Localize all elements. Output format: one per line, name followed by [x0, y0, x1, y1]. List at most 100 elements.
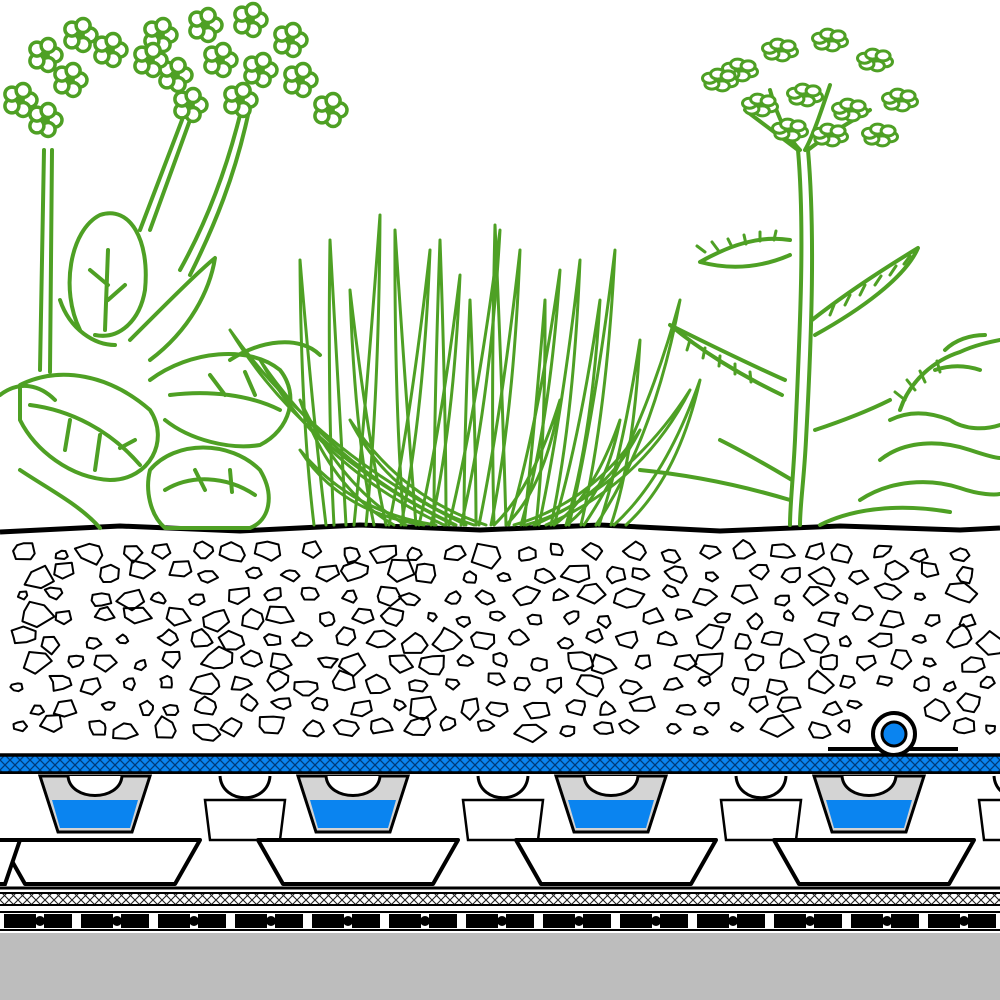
- barrier-dash: [583, 914, 611, 928]
- gravel-stone: [606, 565, 627, 585]
- gravel-stone: [340, 561, 370, 583]
- gravel-stone: [122, 677, 136, 692]
- gravel-stone: [54, 549, 69, 560]
- grass-blade: [462, 298, 478, 527]
- protection-mat-layer: [0, 886, 1000, 906]
- barrier-dash: [198, 914, 226, 928]
- gravel-stone: [590, 653, 618, 675]
- gravel-stone: [839, 674, 856, 689]
- gravel-stone: [240, 649, 263, 668]
- gravel-stone: [834, 591, 849, 605]
- gravel-stone: [975, 630, 1000, 656]
- gravel-stone: [851, 604, 874, 622]
- gravel-stone: [376, 585, 402, 607]
- barrier-dot: [266, 916, 276, 926]
- gravel-stone: [890, 649, 913, 671]
- yarrow-floret-cluster: [701, 67, 739, 93]
- gravel-stone: [642, 607, 665, 625]
- barrier-dash: [352, 914, 380, 928]
- gravel-stone: [350, 699, 373, 718]
- gravel-stone: [779, 647, 806, 670]
- barrier-dash: [158, 914, 190, 928]
- yarrow-floret-cluster: [741, 92, 779, 118]
- barrier-dash: [620, 914, 652, 928]
- barrier-dash: [121, 914, 149, 928]
- gravel-stone: [567, 651, 595, 672]
- primula-flower: [223, 81, 259, 119]
- gravel-stone: [565, 699, 586, 717]
- gravel-stone: [846, 699, 863, 710]
- barrier-dash: [81, 914, 113, 928]
- yarrow-floret-cluster: [881, 87, 919, 113]
- gravel-stone: [909, 548, 929, 563]
- gravel-stone: [258, 715, 285, 735]
- primula-flower: [283, 61, 319, 99]
- gravel-stone: [913, 675, 930, 692]
- primula-flower: [28, 36, 64, 74]
- gravel-stone: [29, 704, 45, 716]
- gravel-stone: [848, 569, 870, 586]
- gravel-stone: [734, 632, 752, 650]
- barrier-dot: [574, 916, 584, 926]
- grass-blade: [507, 268, 562, 527]
- gravel-stone: [530, 657, 548, 672]
- gravel-stone: [952, 717, 976, 735]
- gravel-stone: [512, 585, 541, 607]
- gravel-stone: [920, 561, 940, 578]
- gravel-stone: [673, 654, 698, 671]
- gravel-texture: [9, 539, 1000, 744]
- barrier-dash: [389, 914, 421, 928]
- gravel-stone: [93, 606, 116, 622]
- gravel-stone: [159, 674, 173, 689]
- gravel-stone: [88, 719, 107, 736]
- barrier-dot: [112, 916, 122, 926]
- gravel-stone: [456, 654, 475, 667]
- gravel-stone: [302, 719, 325, 738]
- gravel-stone: [228, 586, 251, 606]
- barrier-dash: [4, 914, 36, 928]
- gravel-stone: [12, 720, 29, 733]
- gravel-stone: [462, 570, 478, 584]
- gravel-stone: [291, 631, 314, 647]
- grass-blade: [567, 248, 617, 527]
- grass-blade: [491, 223, 508, 527]
- gravel-stone: [596, 615, 612, 629]
- gravel-stone: [245, 566, 263, 580]
- filter-fleece-layer: [0, 753, 1000, 775]
- gravel-stone: [879, 609, 905, 629]
- gravel-stone: [769, 543, 796, 559]
- gravel-stone: [39, 714, 63, 733]
- gravel-stone: [808, 721, 832, 739]
- gravel-stone: [956, 692, 981, 714]
- gravel-stone: [165, 606, 192, 627]
- gravel-stone: [487, 672, 506, 687]
- gravel-stone: [802, 586, 830, 607]
- gravel-stone: [431, 626, 463, 653]
- gravel-stone: [697, 675, 712, 687]
- gravel-stone: [556, 636, 574, 650]
- yarrow-floret-cluster: [761, 37, 799, 63]
- gravel-stone: [414, 562, 437, 584]
- yarrow-floret-cluster: [771, 117, 809, 143]
- gravel-stone: [876, 675, 893, 687]
- gravel-stone: [774, 594, 791, 607]
- gravel-stone: [817, 611, 840, 627]
- gravel-stone: [546, 676, 563, 694]
- gravel-stone: [661, 584, 680, 599]
- gravel-stone: [855, 654, 877, 672]
- gravel-stone: [675, 703, 697, 716]
- gravel-stone: [263, 587, 282, 602]
- gravel-stone: [619, 679, 643, 696]
- gravel-stone: [873, 544, 893, 559]
- grass-blade: [492, 398, 562, 527]
- yarrow-plant-icon: [638, 27, 920, 527]
- yarrow-floret-cluster: [861, 122, 899, 148]
- barrier-dash: [275, 914, 303, 928]
- gravel-stone: [470, 542, 502, 570]
- gravel-stone: [699, 544, 722, 560]
- gravel-stone: [90, 592, 113, 607]
- gravel-stone: [470, 631, 496, 651]
- primula-flower: [173, 86, 209, 124]
- barrier-dot: [420, 916, 430, 926]
- gravel-stone: [54, 610, 73, 626]
